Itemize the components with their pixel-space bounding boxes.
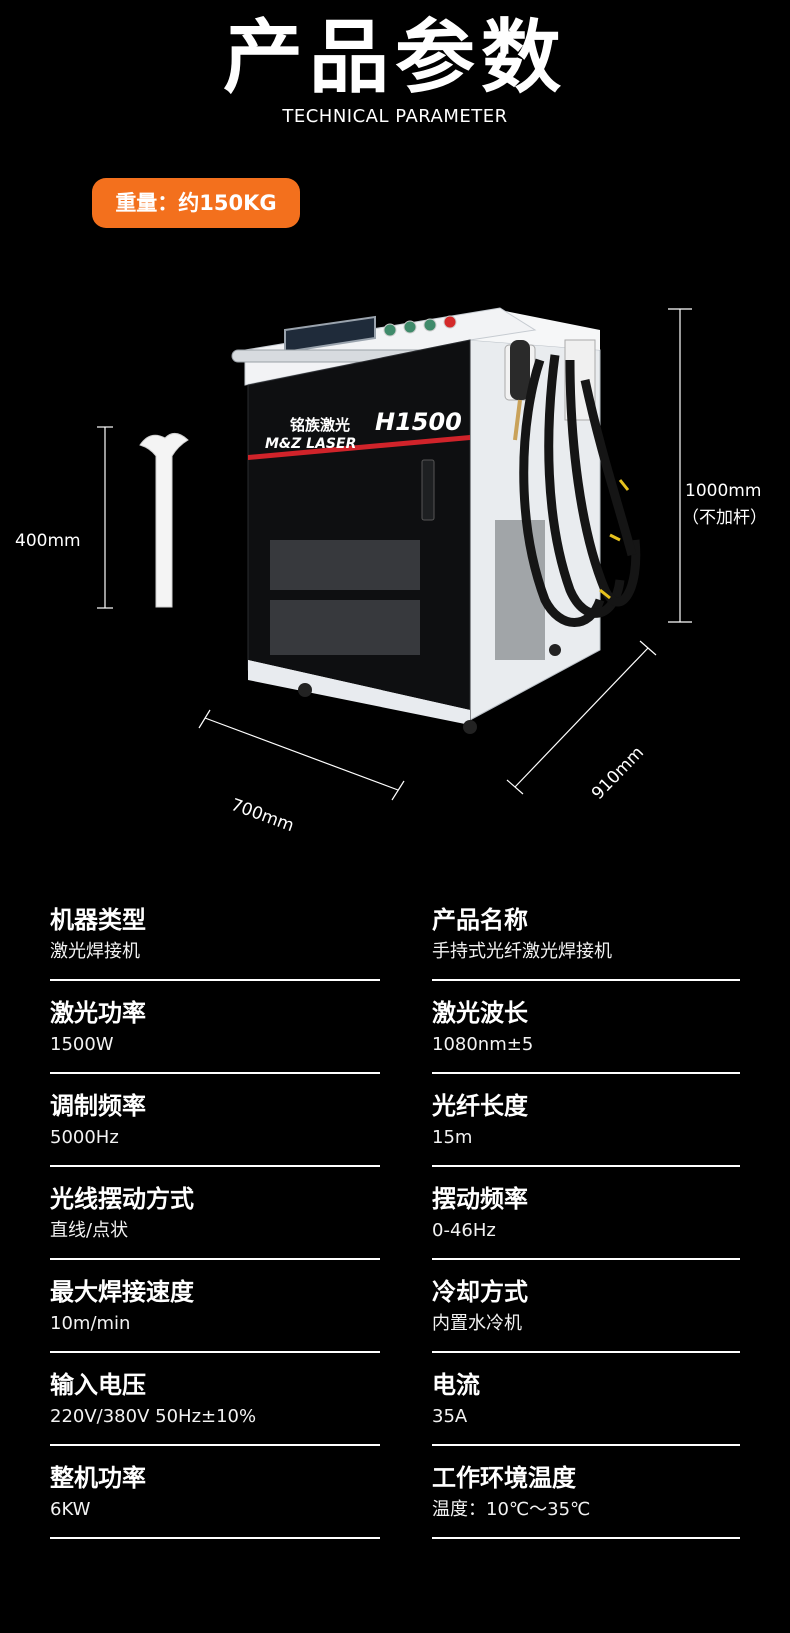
height-note-label: （不加杆） xyxy=(682,508,767,528)
model-text: H1500 xyxy=(375,408,462,436)
spec-value: 15m xyxy=(432,1127,473,1148)
spec-value: 直线/点状 xyxy=(50,1220,129,1241)
spec-name: 激光波长 xyxy=(432,999,528,1027)
rod-dimension-line xyxy=(97,426,113,609)
control-button-icon xyxy=(423,318,437,332)
divider xyxy=(432,1258,740,1260)
spec-value: 0-46Hz xyxy=(432,1220,496,1241)
control-button-icon xyxy=(403,320,417,334)
width-dimension-line xyxy=(198,709,405,801)
depth-dimension-line xyxy=(506,640,657,795)
spec-value: 激光焊接机 xyxy=(50,941,140,962)
spec-row: 最大焊接速度 10m/min 冷却方式内置水冷机 xyxy=(50,1267,740,1360)
spec-row: 调制频率 5000Hz 光纤长度 15m xyxy=(50,1081,740,1174)
page-title: 产品参数 xyxy=(223,11,567,104)
brand-en-text: M&Z LASER xyxy=(265,436,356,452)
spec-row: 激光功率 1500W 激光波长 1080nm±5 xyxy=(50,988,740,1081)
wheel-icon xyxy=(298,683,312,697)
emergency-stop-icon xyxy=(443,315,457,329)
weight-badge: 重量：约150KG xyxy=(92,178,300,228)
spec-name: 最大焊接速度 xyxy=(50,1278,194,1306)
fiber-cable-coil xyxy=(519,354,641,627)
control-button-icon xyxy=(383,323,397,337)
spec-value: 内置水冷机 xyxy=(432,1313,522,1334)
height-label: 1000mm xyxy=(685,481,762,501)
spec-row: 光线摆动方式直线/点状 摆动频率 0-46Hz xyxy=(50,1174,740,1267)
spec-value: 6KW xyxy=(50,1499,91,1520)
divider xyxy=(50,1165,380,1167)
page-subtitle: TECHNICAL PARAMETER xyxy=(282,106,508,127)
spec-value: 手持式光纤激光焊接机 xyxy=(432,941,612,962)
spec-name: 光纤长度 xyxy=(432,1092,528,1120)
spec-value: 10m/min xyxy=(50,1313,131,1334)
spec-name: 激光功率 xyxy=(50,999,146,1027)
spec-name: 冷却方式 xyxy=(432,1278,528,1306)
divider xyxy=(432,1537,740,1539)
welding-machine-image: 铭族激光 M&Z LASER H1500 xyxy=(231,307,641,734)
spec-name: 机器类型 xyxy=(50,906,146,934)
spec-name: 摆动频率 xyxy=(432,1185,528,1213)
spec-name: 电流 xyxy=(432,1371,480,1399)
handle-rod-image xyxy=(139,433,189,608)
spec-name: 产品名称 xyxy=(432,906,528,934)
divider xyxy=(432,1072,740,1074)
spec-value: 1080nm±5 xyxy=(432,1034,534,1055)
vent-grill xyxy=(270,520,545,660)
weld-gun-icon xyxy=(504,340,536,441)
spec-row: 机器类型激光焊接机 产品名称手持式光纤激光焊接机 xyxy=(50,895,740,988)
divider xyxy=(50,1537,380,1539)
rod-height-label: 400mm xyxy=(15,531,81,551)
divider xyxy=(50,979,380,981)
brand-cn-text: 铭族激光 xyxy=(290,416,350,434)
divider xyxy=(50,1072,380,1074)
divider xyxy=(50,1258,380,1260)
spec-value: 5000Hz xyxy=(50,1127,119,1148)
wheel-icon xyxy=(463,720,477,734)
height-dimension-line xyxy=(668,308,692,623)
divider xyxy=(432,1165,740,1167)
spec-name: 调制频率 xyxy=(50,1092,146,1120)
spec-name: 光线摆动方式 xyxy=(50,1185,194,1213)
spec-value: 35A xyxy=(432,1406,468,1427)
spec-value: 220V/380V 50Hz±10% xyxy=(50,1406,257,1427)
spec-name: 整机功率 xyxy=(50,1464,146,1492)
divider xyxy=(432,979,740,981)
divider xyxy=(50,1444,380,1446)
spec-name: 输入电压 xyxy=(50,1371,146,1399)
spec-value: 1500W xyxy=(50,1034,114,1055)
machine-illustration: 铭族激光 M&Z LASER H1500 xyxy=(97,307,692,801)
wheel-icon xyxy=(549,644,561,656)
divider xyxy=(432,1351,740,1353)
spec-table: 机器类型激光焊接机 产品名称手持式光纤激光焊接机 激光功率 1500W 激光波长 1… xyxy=(50,895,740,1546)
spec-row: 整机功率 6KW 工作环境温度温度：10℃～35℃ xyxy=(50,1453,740,1546)
door-lock-icon xyxy=(421,459,435,521)
spec-value: 温度：10℃～35℃ xyxy=(432,1499,591,1520)
spec-name: 工作环境温度 xyxy=(432,1464,576,1492)
divider xyxy=(432,1444,740,1446)
divider xyxy=(50,1351,380,1353)
spec-row: 输入电压 220V/380V 50Hz±10% 电流 35A xyxy=(50,1360,740,1453)
